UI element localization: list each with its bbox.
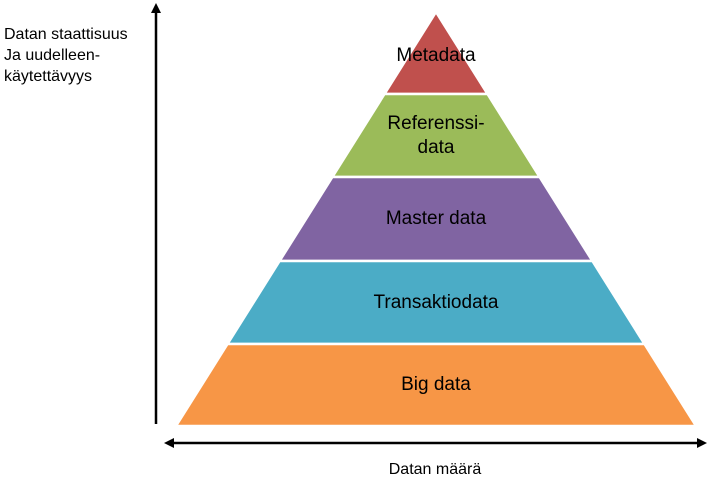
- y-axis-label: Datan staattisuus Ja uudelleen- käytettä…: [4, 24, 154, 87]
- y-axis-label-line-1: Datan staattisuus: [4, 26, 128, 43]
- layer-label-line: Big data: [401, 374, 471, 395]
- pyramid-layers: [173, 9, 699, 428]
- layer-label-line: Metadata: [396, 45, 476, 66]
- layer-label-big-data: Big data: [346, 373, 526, 397]
- layer-label-line: Referenssi-: [387, 112, 485, 134]
- x-axis-label: Datan määrä: [388, 461, 482, 478]
- layer-label-transaktiodata: Transaktiodata: [346, 291, 526, 315]
- layer-label-referenssi-data: Referenssi-data: [346, 112, 526, 160]
- layer-label-line: Transaktiodata: [373, 291, 499, 313]
- layer-label-metadata: Metadata: [346, 44, 526, 68]
- layer-big-data: [173, 342, 699, 428]
- layer-label-line: data: [417, 136, 455, 158]
- y-axis-label-line-3: käytettävyys: [4, 68, 93, 85]
- layer-label-line: Master data: [385, 208, 487, 229]
- y-axis-label-line-2: Ja uudelleen-: [4, 47, 101, 64]
- layer-label-master-data: Master data: [346, 207, 526, 231]
